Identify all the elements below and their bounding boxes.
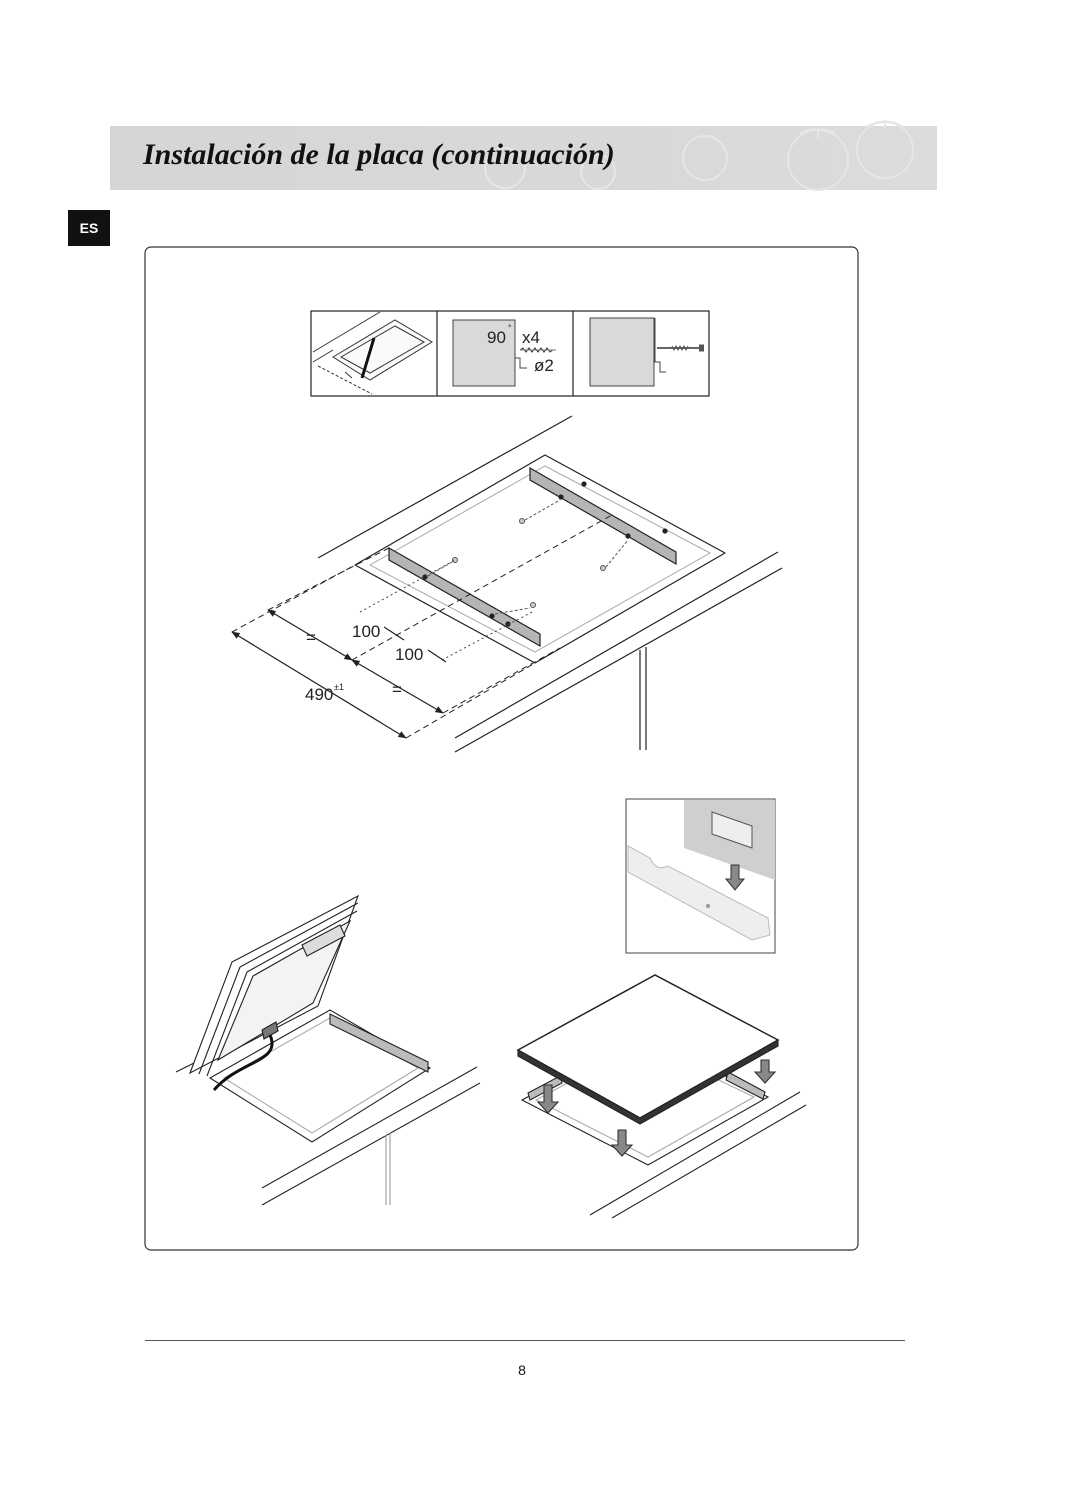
quantity-label: x4 [522,328,540,347]
page-title: Instalación de la placa (continuación) [143,138,615,171]
footer-rule [145,1340,905,1341]
drill-diameter-label: ø2 [534,356,554,375]
hob-placement-illustration [516,974,807,1219]
screwing-panel [589,317,704,387]
fixing-screws [427,499,629,615]
bracket-spacing-label: 100 [395,645,423,664]
cutout-depth-label: 490 [305,685,333,704]
figure-frame [144,246,859,1251]
bracket-detail-inset [625,798,776,954]
down-arrow-icon [753,1059,777,1084]
connection-box [261,1021,279,1040]
page-number: 8 [518,1362,526,1378]
marking-cutout-panel [312,311,433,395]
tolerance-label: ±1 [334,682,344,692]
power-cable [212,1034,274,1091]
dimension-guides [231,514,613,739]
hob-connection-illustration [175,894,481,1206]
drill-bit-icon [519,347,556,353]
countertop-back-edge [317,415,573,559]
dimension-lines [231,609,447,739]
pencil-icon [360,337,376,379]
countertop-front-edge [454,551,779,739]
countertop-cutout [354,454,726,664]
equal-spacing-label: = [306,628,316,647]
right-mounting-bracket [529,466,677,566]
left-mounting-bracket [388,546,541,648]
down-arrow-icon [536,1084,560,1114]
bracket-spacing-label: 100 [352,622,380,641]
down-arrow-icon [724,864,746,891]
equal-spacing-label: = [392,680,402,699]
screw-icon [657,344,704,352]
down-arrow-icon [610,1129,634,1157]
control-box [301,924,346,957]
language-tab: ES [68,210,110,246]
step-strip: 90 ° x4 ø2 [310,310,710,397]
tomato-watermark-icon [484,120,914,191]
countertop-cutout-diagram [231,415,783,753]
degree-mark: ° [508,323,512,333]
drilling-panel: 90 ° x4 ø2 [452,319,556,387]
angle-label: 90 [487,328,506,347]
